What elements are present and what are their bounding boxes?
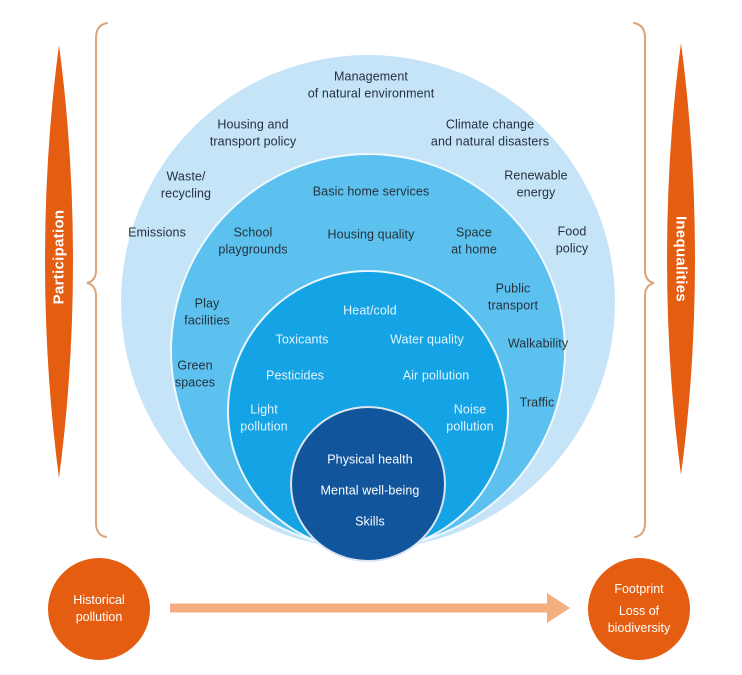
label-noise-pollution: Noise pollution — [446, 402, 494, 433]
label-food-policy: Food policy — [555, 224, 589, 255]
label-heat-cold: Heat/cold — [343, 303, 397, 318]
timeline-arrow-head — [547, 593, 570, 623]
label-traffic: Traffic — [519, 395, 555, 410]
label-housing-quality: Housing quality — [327, 227, 415, 242]
footprint-label: Footprint — [614, 582, 664, 597]
participation-lens — [45, 45, 73, 478]
label-management-of-natural-environment: Management of natural environment — [307, 69, 435, 100]
left-bracket — [86, 22, 108, 538]
inequalities-axis-label: Inequalities — [672, 215, 690, 303]
label-mental-well-being: Mental well-being — [320, 483, 420, 498]
label-green-spaces: Green spaces — [174, 358, 216, 389]
label-water-quality: Water quality — [390, 332, 464, 347]
label-toxicants: Toxicants — [275, 332, 329, 347]
label-housing-and-transport-policy: Housing and transport policy — [209, 117, 297, 148]
label-climate-change-and-natural-disasters: Climate change and natural disasters — [430, 117, 550, 148]
label-renewable-energy: Renewable energy — [504, 168, 568, 199]
footprint-biodiversity-node: Footprint Loss of biodiversity — [588, 558, 690, 660]
participation-axis-label: Participation — [50, 209, 68, 305]
label-space-at-home: Space at home — [451, 225, 497, 256]
core-health-circle — [290, 406, 446, 562]
label-school-playgrounds: School playgrounds — [218, 225, 288, 256]
loss-of-biodiversity-label: Loss of biodiversity — [607, 604, 671, 635]
label-emissions: Emissions — [128, 225, 186, 240]
historical-pollution-label: Historical pollution — [73, 593, 125, 624]
label-waste-recycling: Waste/ recycling — [160, 169, 212, 200]
label-physical-health: Physical health — [327, 452, 413, 467]
right-bracket — [633, 22, 655, 538]
inequalities-lens — [667, 43, 695, 475]
label-play-facilities: Play facilities — [184, 296, 230, 327]
label-light-pollution: Light pollution — [240, 402, 288, 433]
label-pesticides: Pesticides — [266, 368, 324, 383]
historical-pollution-node: Historical pollution — [48, 558, 150, 660]
label-air-pollution: Air pollution — [402, 368, 470, 383]
label-skills: Skills — [355, 514, 385, 529]
label-walkability: Walkability — [507, 336, 569, 351]
label-basic-home-services: Basic home services — [312, 184, 430, 199]
label-public-transport: Public transport — [487, 281, 539, 312]
